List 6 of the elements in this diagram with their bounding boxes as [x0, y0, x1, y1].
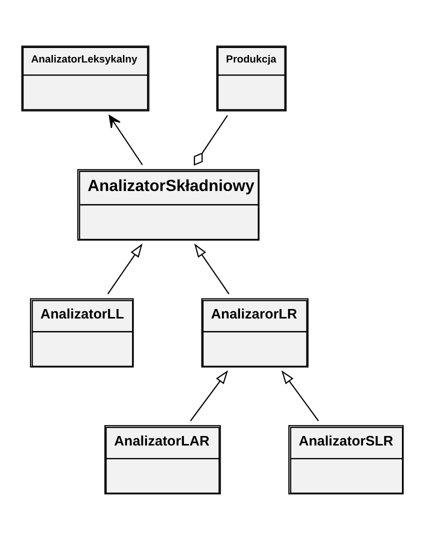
arrow [108, 114, 143, 165]
connector [194, 114, 228, 166]
arrow [194, 243, 230, 294]
arrow [190, 370, 228, 421]
arrow [281, 370, 319, 421]
arrow [107, 243, 143, 294]
